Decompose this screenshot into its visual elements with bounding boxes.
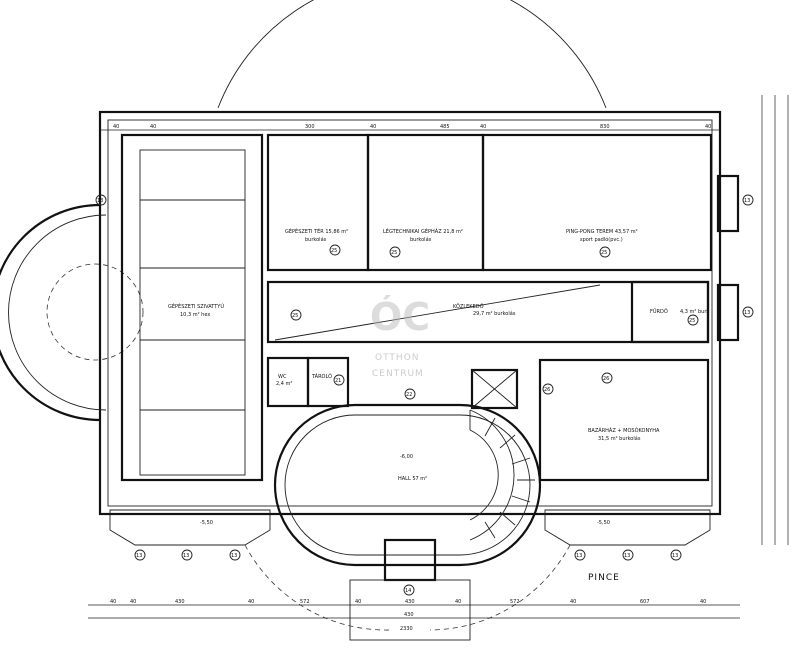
svg-text:4,3 m² burk: 4,3 m² burk — [680, 309, 709, 315]
svg-text:-5,50: -5,50 — [597, 520, 610, 526]
svg-text:25: 25 — [689, 318, 695, 324]
svg-text:LÉGTECHNIKAI GÉPHÁZ 21,8 m²: LÉGTECHNIKAI GÉPHÁZ 21,8 m² — [383, 227, 463, 235]
elevator-shaft — [470, 368, 519, 410]
hall-name: HALL 57 m² — [398, 476, 427, 482]
hall-oval — [273, 403, 542, 567]
bottom-dimension-labels: 40 40 430 40 572 40 430 40 572 40 607 40… — [110, 599, 706, 632]
svg-text:burkolás: burkolás — [305, 236, 327, 243]
svg-text:29,7 m² burkolás: 29,7 m² burkolás — [473, 310, 516, 317]
svg-text:26: 26 — [603, 376, 609, 382]
right-bottom-bay — [544, 509, 711, 546]
machine-room-name: GÉPÉSZETI SZIVATTYÚ — [168, 302, 224, 310]
svg-text:31,5 m² burkolás: 31,5 m² burkolás — [598, 435, 641, 442]
machine-room — [120, 133, 264, 482]
svg-text:40: 40 — [248, 599, 254, 605]
svg-text:300: 300 — [305, 124, 315, 130]
svg-text:PING-PONG TEREM 43,57 m²: PING-PONG TEREM 43,57 m² — [566, 229, 638, 235]
svg-text:13: 13 — [744, 198, 750, 204]
svg-text:430: 430 — [175, 599, 185, 605]
room-gepeszeti-ter — [266, 133, 370, 272]
svg-text:25: 25 — [391, 250, 397, 256]
svg-text:22: 22 — [406, 392, 412, 398]
svg-text:40: 40 — [570, 599, 576, 605]
svg-text:40: 40 — [130, 599, 136, 605]
svg-text:830: 830 — [600, 124, 610, 130]
watermark: ÓC OTTHON CENTRUM — [370, 295, 430, 379]
dome-arc — [217, 0, 607, 109]
svg-text:25: 25 — [292, 313, 298, 319]
room-tarolo — [306, 356, 350, 408]
svg-text:607: 607 — [640, 599, 650, 605]
svg-text:21: 21 — [335, 378, 341, 384]
outer-wall — [98, 110, 722, 516]
room-ping-pong — [481, 133, 713, 272]
svg-text:13: 13 — [744, 310, 750, 316]
svg-text:KÖZLEKEDŐ: KÖZLEKEDŐ — [453, 303, 484, 310]
svg-text:14: 14 — [405, 588, 411, 594]
drawing-title: PINCE — [588, 573, 620, 583]
svg-text:-5,50: -5,50 — [200, 520, 213, 526]
svg-text:GÉPÉSZETI TÉR 15,86 m²: GÉPÉSZETI TÉR 15,86 m² — [285, 227, 348, 235]
svg-text:40: 40 — [480, 124, 486, 130]
svg-text:FÜRDŐ: FÜRDŐ — [650, 308, 668, 315]
machine-room-area: 10,3 m² hex — [180, 312, 210, 318]
svg-text:40: 40 — [700, 599, 706, 605]
svg-text:430: 430 — [405, 599, 415, 605]
svg-text:25: 25 — [601, 250, 607, 256]
room-furdo — [630, 280, 710, 344]
svg-text:572: 572 — [300, 599, 310, 605]
svg-text:13: 13 — [672, 553, 678, 559]
svg-text:ÓC: ÓC — [370, 295, 430, 339]
svg-text:13: 13 — [136, 553, 142, 559]
entrance — [383, 538, 437, 582]
room-bazar — [538, 358, 710, 482]
svg-text:40: 40 — [150, 124, 156, 130]
svg-text:CENTRUM: CENTRUM — [372, 369, 424, 379]
left-bottom-bay — [109, 509, 271, 546]
svg-text:40: 40 — [113, 124, 119, 130]
inner-wall — [107, 119, 713, 507]
svg-text:burkolás: burkolás — [410, 236, 432, 243]
svg-text:26: 26 — [544, 387, 550, 393]
svg-text:OTTHON: OTTHON — [375, 353, 420, 363]
svg-text:13: 13 — [624, 553, 630, 559]
svg-text:13: 13 — [183, 553, 189, 559]
left-dashed-circle — [46, 263, 144, 361]
svg-text:13: 13 — [97, 198, 103, 204]
svg-text:2330: 2330 — [400, 626, 413, 632]
svg-text:572: 572 — [510, 599, 520, 605]
svg-text:13: 13 — [576, 553, 582, 559]
svg-text:40: 40 — [455, 599, 461, 605]
svg-text:WC: WC — [278, 374, 287, 380]
top-dimension-labels: 40 40 300 40 485 40 830 40 — [113, 124, 711, 130]
svg-text:25: 25 — [331, 248, 337, 254]
svg-text:40: 40 — [705, 124, 711, 130]
svg-text:40: 40 — [110, 599, 116, 605]
svg-text:40: 40 — [355, 599, 361, 605]
left-semicircle-bay — [0, 203, 101, 422]
room-legtechnikai-gephaz — [366, 133, 485, 272]
svg-text:sport padló(pvc.): sport padló(pvc.) — [580, 236, 623, 243]
svg-text:2,4 m²: 2,4 m² — [276, 381, 292, 387]
section-markers: 25 25 25 25 25 21 22 26 26 13 13 13 13 1… — [95, 194, 754, 596]
svg-text:430: 430 — [404, 612, 414, 618]
hall-level: -6,00 — [400, 454, 413, 460]
spiral-staircase — [469, 409, 535, 541]
svg-text:40: 40 — [370, 124, 376, 130]
svg-text:485: 485 — [440, 124, 450, 130]
svg-text:TÁROLÓ: TÁROLÓ — [311, 373, 332, 380]
svg-text:BAZÁRHÁZ + MOSÓKONYHA: BAZÁRHÁZ + MOSÓKONYHA — [588, 427, 660, 434]
svg-text:13: 13 — [231, 553, 237, 559]
